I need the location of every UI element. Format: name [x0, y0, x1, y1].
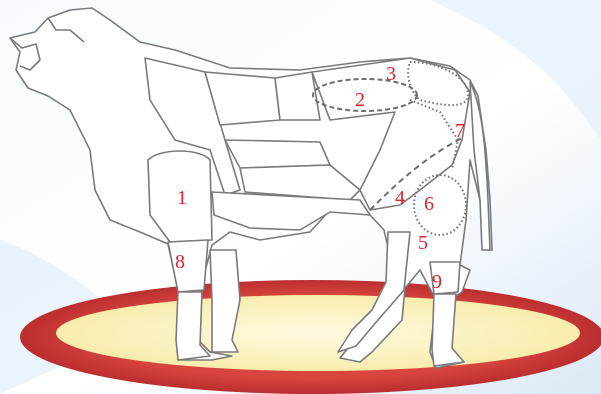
- cut-label-7: 7: [455, 120, 465, 142]
- platform-inner: [56, 295, 580, 371]
- cut-label-2: 2: [355, 89, 365, 111]
- display-platform: [20, 280, 601, 394]
- cut-label-5: 5: [418, 232, 428, 254]
- cut-label-9: 9: [432, 271, 442, 293]
- cut-label-4: 4: [395, 187, 405, 209]
- cut-label-8: 8: [175, 251, 185, 273]
- plate-section: [225, 140, 330, 168]
- cut-label-1: 1: [177, 187, 187, 209]
- cut-label-6: 6: [424, 193, 434, 215]
- cut-label-3: 3: [386, 63, 396, 85]
